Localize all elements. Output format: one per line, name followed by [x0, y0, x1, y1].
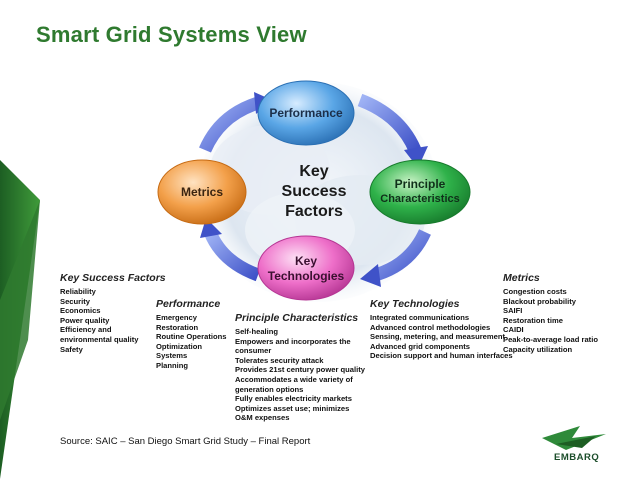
center-label-line-2: Success: [282, 183, 347, 200]
arrow-performance-to-principle: [357, 93, 421, 153]
column-heading: Key Success Factors: [60, 272, 166, 284]
list-item: environmental quality: [60, 334, 139, 344]
embarq-logo-text: EMBARQ: [554, 452, 600, 463]
slide-title: Smart Grid Systems View: [36, 22, 307, 47]
list-item: SAIFI: [503, 306, 523, 316]
list-item: Reliability: [60, 287, 96, 296]
list-item: Restoration: [156, 322, 199, 332]
node-metrics-label: Metrics: [181, 185, 223, 199]
arrow-principle-to-technologies: [373, 229, 431, 282]
list-item: Planning: [156, 360, 189, 370]
arrow-metrics-to-performance: [199, 96, 261, 153]
list-item: Blackout probability: [503, 296, 576, 306]
column-heading: Performance: [156, 298, 221, 310]
list-item: Advanced grid components: [370, 341, 470, 351]
node-metrics: [157, 159, 247, 225]
list-item: Optimization: [156, 341, 202, 351]
list-item: Self-healing: [235, 327, 279, 336]
list-item: Routine Operations: [156, 332, 227, 342]
node-performance: [257, 80, 355, 146]
list-item: Power quality: [60, 315, 110, 325]
list-item: consumer: [235, 346, 272, 356]
list-item: Capacity utilization: [503, 344, 573, 354]
list-item: Advanced control methodologies: [370, 322, 491, 332]
list-item: Peak-to-average load ratio: [503, 334, 598, 344]
list-item: Accommodates a wide variety of: [235, 374, 353, 384]
list-item: Fully enables electricity markets: [235, 394, 352, 404]
list-item: Sensing, metering, and measurement: [370, 332, 506, 342]
cycle-arrows: [199, 92, 431, 287]
list-item: Restoration time: [503, 315, 563, 325]
column-heading: Key Technologies: [370, 298, 460, 310]
list-item: Efficiency and: [60, 325, 112, 335]
node-principle-label-2: Characteristics: [380, 193, 460, 205]
list-item: CAIDI: [503, 325, 524, 335]
key-technologies-column: Key Technologies Integrated communicatio…: [370, 298, 513, 361]
list-item: generation options: [235, 384, 304, 394]
node-principle-label-1: Principle: [395, 177, 446, 191]
list-item: Optimizes asset use; minimizes: [235, 403, 350, 413]
arrow-technologies-to-metrics: [203, 229, 261, 282]
list-item: Security: [60, 296, 90, 306]
list-item: Safety: [60, 344, 83, 354]
source-citation: Source: SAIC – San Diego Smart Grid Stud…: [60, 436, 311, 447]
node-performance-label: Performance: [269, 106, 343, 120]
list-item: Emergency: [156, 313, 197, 322]
embarq-logo-icon: [542, 426, 606, 450]
node-technologies-label-2: Technologies: [268, 269, 345, 283]
node-technologies-label-1: Key: [295, 254, 317, 268]
list-item: Congestion costs: [503, 287, 567, 296]
node-principle-characteristics: [369, 159, 471, 225]
list-item: Economics: [60, 306, 101, 316]
list-item: Tolerates security attack: [235, 355, 324, 365]
list-item: Provides 21st century power quality: [235, 365, 365, 375]
list-item: Integrated communications: [370, 313, 470, 322]
left-accent-wedge: [0, 160, 40, 479]
node-key-technologies: [257, 235, 355, 301]
list-item: Empowers and incorporates the: [235, 336, 351, 346]
center-label-line-3: Factors: [285, 203, 343, 220]
list-item: Decision support and human interfaces: [370, 351, 513, 361]
column-heading: Metrics: [503, 272, 540, 284]
list-item: O&M expenses: [235, 413, 290, 423]
center-label-line-1: Key: [299, 163, 328, 180]
list-item: Systems: [156, 351, 188, 361]
column-heading: Principle Characteristics: [235, 312, 359, 324]
